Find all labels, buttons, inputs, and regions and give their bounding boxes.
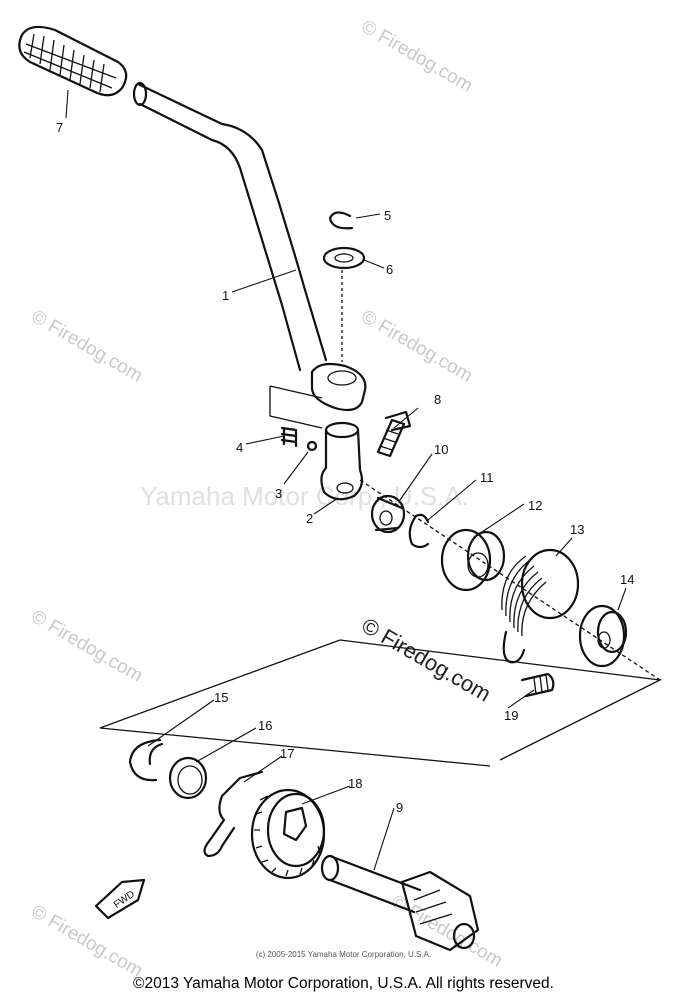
part-18-ratchet-gear bbox=[250, 788, 326, 880]
part-1-kick-arm bbox=[132, 81, 367, 412]
callout-13: 13 bbox=[570, 522, 584, 537]
callout-labels: 7 5 6 1 8 4 3 2 10 11 12 13 14 19 15 16 … bbox=[56, 120, 634, 815]
small-copyright-notice: (c) 2005-2015 Yamaha Motor Corporation, … bbox=[255, 950, 432, 959]
forward-arrow-icon: FWD bbox=[94, 878, 146, 920]
part-3-ball bbox=[306, 440, 318, 452]
callout-19: 19 bbox=[504, 708, 518, 723]
callout-4: 4 bbox=[236, 440, 243, 455]
callout-6: 6 bbox=[386, 262, 393, 277]
callout-15: 15 bbox=[214, 690, 228, 705]
part-2-boss bbox=[320, 421, 364, 501]
part-14-plate bbox=[578, 604, 628, 668]
part-10-collar bbox=[370, 494, 406, 534]
callout-12: 12 bbox=[528, 498, 542, 513]
part-16-washer bbox=[168, 756, 208, 800]
watermark-center: Yamaha Motor Corp., U.S.A. bbox=[140, 481, 469, 511]
callout-18: 18 bbox=[348, 776, 362, 791]
part-17-clip-spring bbox=[203, 770, 264, 858]
watermark-lower-left: © Firedog.com bbox=[28, 606, 147, 687]
watermark-mid-right: © Firedog.com bbox=[358, 306, 477, 387]
watermark-bottom-left: © Firedog.com bbox=[28, 901, 147, 982]
callout-3: 3 bbox=[275, 486, 282, 501]
callout-9: 9 bbox=[396, 800, 403, 815]
callout-2: 2 bbox=[306, 511, 313, 526]
callout-11: 11 bbox=[480, 470, 494, 485]
part-9-kick-shaft bbox=[320, 854, 480, 952]
callout-7: 7 bbox=[56, 120, 63, 135]
part-12-spring-guide bbox=[440, 528, 506, 592]
part-11-circlip bbox=[408, 513, 430, 549]
footer-copyright: ©2013 Yamaha Motor Corporation, U.S.A. A… bbox=[133, 975, 554, 992]
callout-1: 1 bbox=[222, 288, 229, 303]
part-5-clip bbox=[328, 211, 354, 230]
part-6-washer bbox=[322, 246, 366, 270]
part-13-kick-spring bbox=[501, 548, 580, 664]
callout-17: 17 bbox=[280, 746, 294, 761]
part-7-grip bbox=[18, 25, 128, 97]
callout-5: 5 bbox=[384, 208, 391, 223]
part-8-bolt bbox=[376, 410, 412, 458]
callout-14: 14 bbox=[620, 572, 634, 587]
part-19-pin bbox=[520, 672, 555, 698]
watermark-dark: © Firedog.com bbox=[358, 613, 496, 707]
watermark-mid-left: © Firedog.com bbox=[28, 306, 147, 387]
callout-10: 10 bbox=[434, 442, 448, 457]
callout-16: 16 bbox=[258, 718, 272, 733]
watermark-top-right: © Firedog.com bbox=[358, 16, 477, 97]
leader-lines bbox=[65, 89, 627, 871]
watermark-group: © Firedog.com © Firedog.com © Firedog.co… bbox=[28, 16, 507, 982]
part-15-circlip bbox=[128, 738, 164, 782]
watermark-bottom-right: © Firedog.com bbox=[388, 891, 507, 972]
part-4-spring bbox=[280, 426, 298, 448]
callout-8: 8 bbox=[434, 392, 441, 407]
